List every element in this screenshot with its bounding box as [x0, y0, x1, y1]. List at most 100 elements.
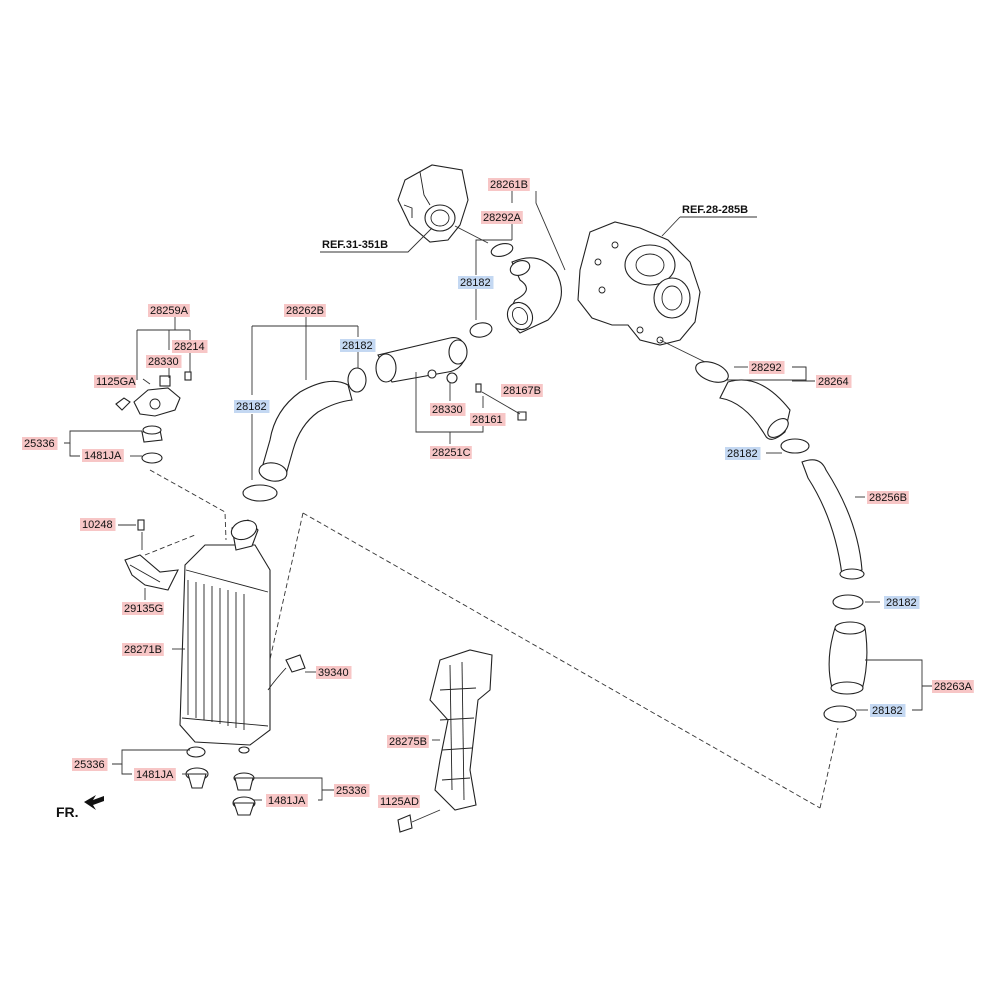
callout-text: 1125GA	[96, 376, 136, 388]
callout-text: 25336	[336, 785, 367, 797]
part-callout-28182-low1[interactable]: 28182	[884, 596, 920, 609]
callout-background	[430, 446, 472, 459]
mounts-top	[137, 425, 163, 531]
callout-text: 28167B	[503, 385, 541, 397]
callout-text: 1481JA	[136, 769, 174, 781]
ref-label-31-351b: REF.31-351B	[322, 239, 388, 251]
callout-text: 28251C	[432, 447, 471, 459]
hose-28262b	[242, 367, 367, 502]
intercooler-28271b	[179, 519, 271, 758]
callout-background	[481, 211, 523, 224]
front-label: FR.	[56, 804, 79, 820]
bracket-29135g	[124, 554, 179, 591]
bracket-28259a	[115, 371, 192, 417]
part-callout-28182-right[interactable]: 28182	[725, 447, 761, 460]
part-callout-29135g[interactable]: 29135G	[122, 602, 164, 615]
callout-background	[884, 596, 920, 609]
part-callout-28264[interactable]: 28264	[816, 375, 852, 388]
callout-text: 28161	[472, 414, 503, 426]
callout-text: 28264	[818, 376, 849, 388]
callout-background	[80, 518, 116, 531]
callout-background	[82, 449, 124, 462]
callout-background	[501, 384, 543, 397]
pipe-28256b	[801, 459, 865, 610]
part-callout-28167b[interactable]: 28167B	[501, 384, 543, 397]
pipe-28251c	[375, 337, 527, 421]
callout-background	[725, 447, 761, 460]
callout-text: 28182	[236, 401, 267, 413]
callout-text: 28292	[751, 362, 782, 374]
callout-text: 28182	[872, 705, 903, 717]
part-callout-10248[interactable]: 10248	[80, 518, 116, 531]
callout-background	[122, 602, 164, 615]
part-callout-28292[interactable]: 28292	[749, 361, 785, 374]
part-callout-39340[interactable]: 39340	[316, 666, 352, 679]
part-callout-28251c[interactable]: 28251C	[430, 446, 472, 459]
part-callout-28263a[interactable]: 28263A	[932, 680, 974, 693]
part-callout-28275b[interactable]: 28275B	[387, 735, 429, 748]
callout-background	[172, 340, 208, 353]
part-callout-28259a[interactable]: 28259A	[148, 304, 190, 317]
part-callout-28261b[interactable]: 28261B	[488, 178, 530, 191]
callout-background	[284, 304, 326, 317]
callout-text: 28182	[460, 277, 491, 289]
part-callout-28161[interactable]: 28161	[470, 413, 506, 426]
callout-text: 1481JA	[84, 450, 122, 462]
callout-background	[22, 437, 58, 450]
hose-28263a	[823, 621, 868, 723]
callout-text: 39340	[318, 667, 349, 679]
sensor-39340	[267, 654, 306, 691]
callout-background	[378, 795, 420, 808]
part-callout-28262b[interactable]: 28262B	[284, 304, 326, 317]
callout-background	[316, 666, 352, 679]
front-direction-indicator: FR.	[56, 795, 104, 820]
callout-background	[146, 355, 182, 368]
callout-text: 28292A	[483, 212, 522, 224]
air-guide-28275b	[397, 649, 493, 833]
part-callout-1481ja-br[interactable]: 1481JA	[266, 794, 308, 807]
callout-text: 28271B	[124, 644, 162, 656]
callout-background	[488, 178, 530, 191]
callout-background	[72, 758, 108, 771]
callout-background	[430, 403, 466, 416]
part-callout-28214[interactable]: 28214	[172, 340, 208, 353]
elbow-hose-28261b	[469, 242, 562, 338]
callout-text: 10248	[82, 519, 113, 531]
part-callout-28182-low2[interactable]: 28182	[870, 704, 906, 717]
part-callout-28330-left[interactable]: 28330	[146, 355, 182, 368]
part-callout-1125ga[interactable]: 1125GA	[94, 375, 136, 388]
part-callout-28182-mid[interactable]: 28182	[340, 339, 376, 352]
callout-background	[134, 768, 176, 781]
part-callout-28182-top[interactable]: 28182	[458, 276, 494, 289]
part-callout-25336-top[interactable]: 25336	[22, 437, 58, 450]
callout-text: 25336	[74, 759, 105, 771]
callout-background	[749, 361, 785, 374]
callout-background	[816, 375, 852, 388]
callout-text: 28182	[886, 597, 917, 609]
callout-background	[470, 413, 506, 426]
throttle-housing	[397, 164, 489, 244]
ref-label-28-285b: REF.28-285B	[682, 204, 748, 216]
part-callout-1125ad[interactable]: 1125AD	[378, 795, 420, 808]
part-callout-25336-br[interactable]: 25336	[334, 784, 370, 797]
callout-text: 28330	[432, 404, 463, 416]
part-callout-28292a[interactable]: 28292A	[481, 211, 523, 224]
front-arrow-icon	[84, 795, 104, 810]
callout-text: 29135G	[124, 603, 163, 615]
callout-text: 28330	[148, 356, 179, 368]
callout-background	[458, 276, 494, 289]
callout-text: 28262B	[286, 305, 324, 317]
callout-text: 28214	[174, 341, 205, 353]
hose-28264	[695, 361, 810, 454]
part-callout-1481ja-bl[interactable]: 1481JA	[134, 768, 176, 781]
part-callout-28182-left[interactable]: 28182	[234, 400, 270, 413]
callout-labels: 28261B 28292A 28182 28259A 28262B 28330 28214 1…	[22, 178, 974, 808]
callout-background	[932, 680, 974, 693]
part-callout-28256b[interactable]: 28256B	[867, 491, 909, 504]
part-callout-25336-bl[interactable]: 25336	[72, 758, 108, 771]
part-callout-28330-mid[interactable]: 28330	[430, 403, 466, 416]
part-callout-1481ja-top[interactable]: 1481JA	[82, 449, 124, 462]
part-callout-28271b[interactable]: 28271B	[122, 643, 164, 656]
